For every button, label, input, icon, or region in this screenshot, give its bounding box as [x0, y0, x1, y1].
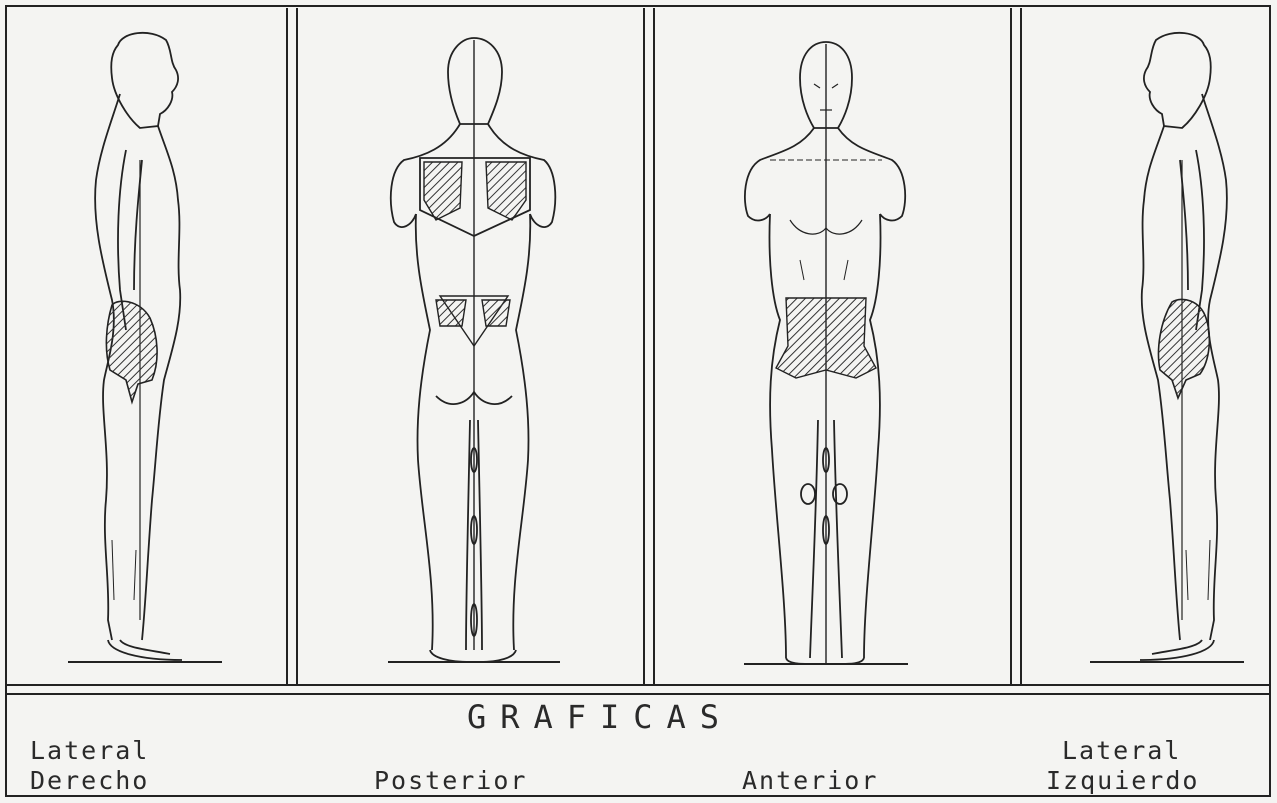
- label-anterior: Anterior: [742, 766, 878, 796]
- lateral-right-hand-marking: [106, 301, 157, 402]
- label-posterior: Posterior: [374, 766, 527, 796]
- label-band-separator: [6, 685, 1270, 694]
- outer-frame: [6, 6, 1270, 796]
- posterior-left-sacroiliac-marking: [436, 300, 466, 326]
- label-lateral-izquierdo: Lateral Izquierdo: [1046, 736, 1199, 796]
- panel-dividers: [287, 8, 1021, 685]
- posterior-right-scapula-marking: [486, 162, 526, 220]
- label-lateral-derecho-line1: Lateral: [30, 736, 149, 766]
- sheet-title: GRAFICAS: [0, 698, 1200, 736]
- label-lateral-izquierdo-line1: Lateral: [1046, 736, 1199, 766]
- label-lateral-derecho: Lateral Derecho: [30, 736, 149, 796]
- posterior-right-sacroiliac-marking: [482, 300, 510, 326]
- label-lateral-izquierdo-line2: Izquierdo: [1046, 766, 1199, 796]
- posterior-figure: [388, 38, 560, 662]
- lateral-left-hand-marking: [1159, 299, 1210, 398]
- anterior-abdomen-pelvis-marking: [776, 298, 876, 378]
- label-lateral-derecho-line2: Derecho: [30, 766, 149, 796]
- posterior-left-scapula-marking: [424, 162, 462, 220]
